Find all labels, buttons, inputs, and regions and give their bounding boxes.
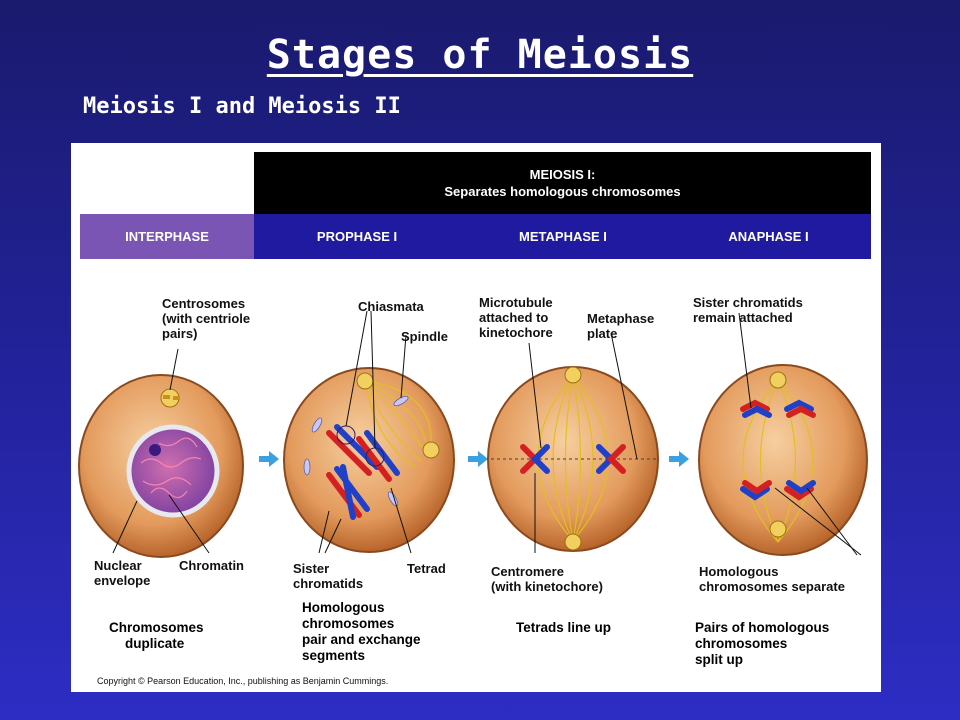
spindle-label: Spindle [401,329,448,344]
caption-interphase: Chromosomes duplicate [109,620,204,651]
caption-prophase: Homologous chromosomes pair and exchange… [302,600,421,663]
anaphase-cell [698,364,868,556]
phase-header-metaphase: METAPHASE I [519,229,607,244]
phase-header-anaphase: ANAPHASE I [728,229,809,244]
copyright-text: Copyright © Pearson Education, Inc., pub… [97,676,389,686]
phase-header-interphase: INTERPHASE [80,214,254,259]
metaphase-plate-label: Metaphase plate [587,311,655,341]
caption-anaphase: Pairs of homologous chromosomes split up [695,620,830,667]
cell-illustrations [78,310,868,558]
meiosis-header-title: MEIOSIS I: [529,167,596,182]
phase-header-prophase: PROPHASE I [316,229,398,244]
sister-chromatids-label: Sister chromatids [293,561,364,591]
slide-subtitle: Meiosis I and Meiosis II [83,94,401,119]
centrosomes-label: Centrosomes (with centriole pairs) [162,296,251,341]
microtubule-label: Microtubule attached to kinetochore [479,295,553,340]
nuclear-envelope-label: Nuclear envelope [94,558,151,588]
meiosis-header-subtitle: Separates homologous chromosomes [444,184,681,199]
prophase-cell [283,367,455,553]
chiasmata-label: Chiasmata [358,299,424,314]
arrow-icon [468,451,488,467]
chromatin-label: Chromatin [179,558,244,573]
homologous-separate-label: Homologous chromosomes separate [699,564,845,594]
sister-chromatids-remain-label: Sister chromatids remain attached [693,295,803,325]
meiosis-header: MEIOSIS I: Separates homologous chromoso… [254,152,871,214]
slide-title: Stages of Meiosis [266,32,694,78]
caption-metaphase: Tetrads line up [516,620,612,635]
interphase-cell [78,374,244,558]
arrow-icon [669,451,689,467]
centromere-label: Centromere (with kinetochore) [491,564,603,594]
meiosis-figure: MEIOSIS I: Separates homologous chromoso… [71,143,881,692]
arrow-icon [259,451,279,467]
tetrad-label: Tetrad [407,561,446,576]
phase-header-bar: PROPHASE I METAPHASE I ANAPHASE I [254,214,871,259]
metaphase-cell [487,366,659,552]
